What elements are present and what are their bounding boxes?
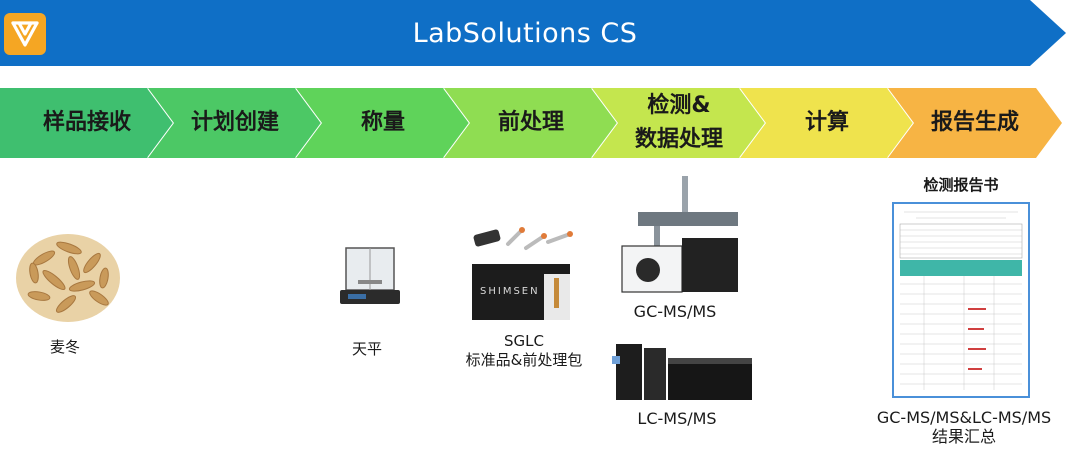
sample-label: 麦冬 — [49, 338, 80, 356]
workflow-step-label: 计算 — [804, 110, 849, 135]
labsolutions-logo-icon — [4, 13, 46, 55]
workflow-step-label: 前处理 — [497, 110, 564, 135]
workflow-step-shape — [740, 88, 914, 158]
workflow-step-shape — [148, 88, 322, 158]
workflow-step-shape — [888, 88, 1062, 158]
workflow-step-label: 计划创建 — [190, 110, 279, 135]
sample-image — [14, 218, 122, 326]
lc-msms-label: LC-MS/MS — [637, 409, 717, 428]
banner-arrow-shape — [0, 0, 1066, 66]
kit-brand-text: SHIMSEN — [480, 286, 540, 297]
workflow-step-label: 检测& 数据处理 — [634, 93, 723, 152]
workflow-chevrons — [0, 88, 1062, 158]
header-banner: LabSolutions CS — [0, 0, 1080, 66]
workflow-step-label: 样品接收 — [42, 110, 131, 135]
workflow-step-shape — [296, 88, 470, 158]
kit-label: SGLC 标准品&前处理包 — [465, 332, 583, 369]
workflow-step-label: 称量 — [360, 110, 405, 135]
lc-msms-image — [604, 338, 754, 402]
workflow-step-shape — [592, 88, 766, 158]
workflow-step-label: 报告生成 — [930, 110, 1019, 135]
app-title: LabSolutions CS — [412, 17, 638, 49]
tubes-image — [470, 218, 578, 256]
gc-msms-label: GC-MS/MS — [633, 302, 717, 321]
balance-label: 天平 — [351, 340, 382, 358]
report-document-image — [892, 202, 1030, 398]
balance-image — [338, 246, 402, 306]
gc-msms-image — [618, 176, 740, 296]
report-heading: 检测报告书 — [923, 176, 999, 194]
kit-box-image: SHIMSEN — [472, 264, 570, 320]
report-label: GC-MS/MS&LC-MS/MS 结果汇总 — [876, 408, 1052, 446]
workflow-step-shape — [444, 88, 618, 158]
workflow-step-shape — [0, 88, 174, 158]
